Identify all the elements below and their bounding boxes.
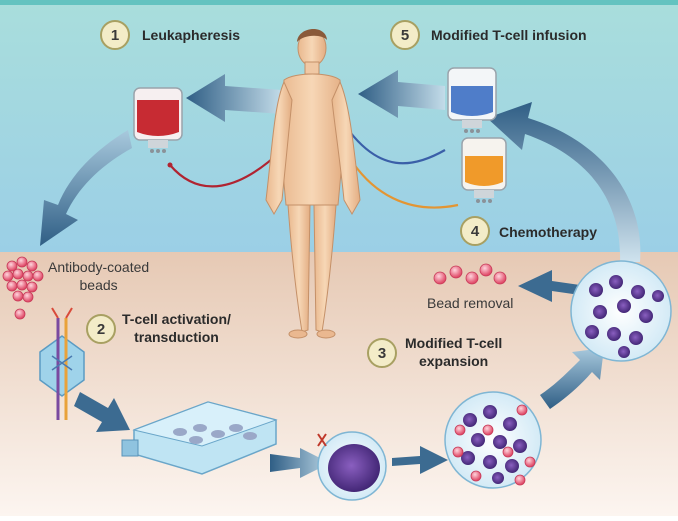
- orange-chemo-bag: [461, 137, 507, 203]
- step-5-marker: 5: [390, 20, 420, 50]
- expansion-culture: [444, 391, 542, 489]
- top-border: [0, 0, 678, 5]
- arrow-to-mature-culture: [540, 348, 604, 409]
- arrow-to-red-bag: [186, 74, 282, 122]
- step-3-label: Modified T-cell expansion: [405, 335, 503, 369]
- patient-figure: [265, 28, 361, 339]
- bead-removal-annotation: Bead removal: [427, 295, 514, 311]
- blue-tube: [349, 131, 446, 165]
- red-blood-bag: [133, 87, 183, 153]
- arrow-to-cell: [270, 448, 330, 478]
- arrow-to-flask: [74, 392, 130, 432]
- step-4-marker: 4: [460, 216, 490, 246]
- mature-culture: [570, 260, 672, 362]
- beads-annotation: Antibody-coated beads: [48, 259, 150, 293]
- blue-cell-bag: [447, 67, 497, 133]
- removed-beads: [433, 263, 507, 285]
- red-tube: [169, 149, 283, 188]
- step-4-label: Chemotherapy: [499, 224, 598, 240]
- step-1-marker: 1: [100, 20, 130, 50]
- arrow-to-body: [358, 70, 445, 118]
- arrow-to-infusion-bags: [487, 102, 641, 262]
- arrow-to-beads: [40, 130, 132, 246]
- modified-t-cell: [317, 431, 387, 501]
- culture-flask: [121, 401, 278, 475]
- step-5-label: Modified T-cell infusion: [431, 27, 587, 43]
- arrow-bead-removal: [518, 270, 580, 302]
- step-3-marker: 3: [367, 338, 397, 368]
- step-2-marker: 2: [86, 314, 116, 344]
- t-cell-activation-hexagon: [39, 307, 85, 420]
- antibody-coated-beads: [2, 256, 44, 320]
- arrow-to-expansion: [392, 446, 448, 474]
- step-1-label: Leukapheresis: [142, 27, 241, 43]
- step-2-label: T-cell activation/ transduction: [122, 311, 231, 345]
